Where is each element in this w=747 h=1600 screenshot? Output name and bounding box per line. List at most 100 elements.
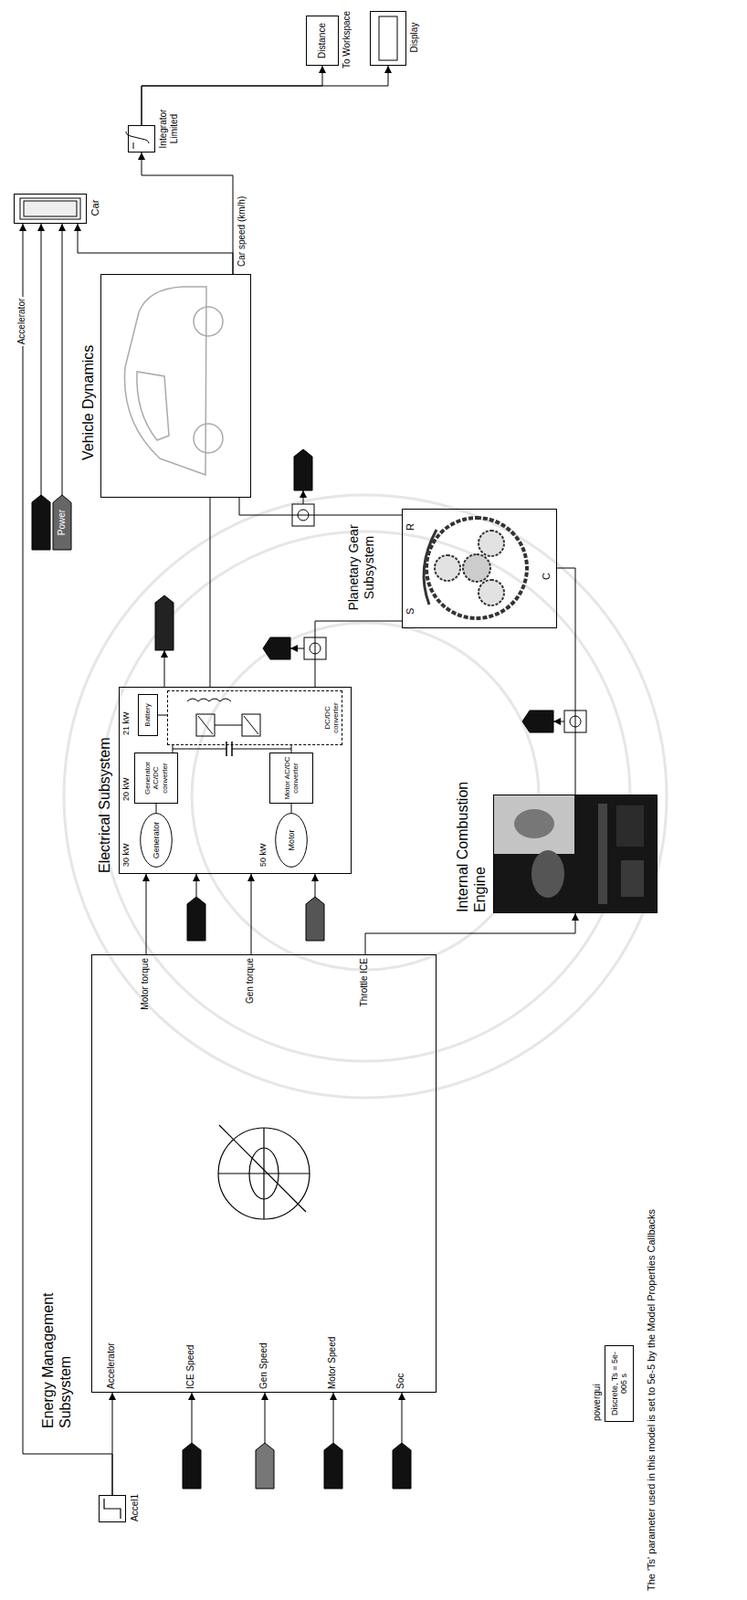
signal-line <box>146 873 148 955</box>
block-body: DC/DC converter <box>168 691 342 745</box>
signal-line <box>191 1392 193 1443</box>
watermark-ring <box>191 622 539 970</box>
signal-line <box>365 913 576 955</box>
port-label: 50 kW <box>258 835 269 867</box>
block-body: Discrete, Ts = 5e-005 s <box>605 1346 633 1421</box>
tag-shape <box>52 494 72 550</box>
car-wheel <box>193 306 223 337</box>
block-title: Electrical Subsystem <box>95 685 114 874</box>
signal-line <box>141 152 233 274</box>
block-title: Vehicle Dynamics <box>79 277 97 461</box>
port-label: Gen torque <box>244 957 256 1050</box>
switch-symbol <box>241 714 261 737</box>
model-note: The 'Ts' parameter used in this model is… <box>644 1152 658 1591</box>
watermark-ring <box>100 531 631 1062</box>
engine-picture <box>494 795 657 913</box>
ellipse-shape <box>275 813 308 868</box>
icon-line <box>263 1127 264 1220</box>
signal-line <box>315 620 402 687</box>
icon-line <box>219 1125 306 1212</box>
engine-photo <box>494 795 575 854</box>
scope-block: Car <box>13 193 87 224</box>
block-name: Accel1 <box>129 1480 141 1536</box>
vehicle-block: Vehicle Dynamics <box>100 273 252 498</box>
component-name: Generator AC/DC converter <box>143 755 169 801</box>
engine-photo <box>616 805 644 847</box>
goto-tag <box>155 595 174 651</box>
port-label: ICE Speed <box>185 1306 197 1389</box>
signal-line <box>164 650 166 687</box>
ellipse-shape <box>140 813 173 868</box>
block-name: Integrator Limited <box>157 96 180 161</box>
capacitor-plate <box>225 741 228 757</box>
signal-line <box>251 873 253 955</box>
signal-label-text: Car speed (km/h) <box>236 194 247 269</box>
port-label: Gen Speed <box>258 1306 270 1389</box>
signal-line <box>41 223 43 495</box>
icon-circle <box>218 1127 310 1220</box>
step-curve <box>104 1498 121 1519</box>
signal-line <box>303 490 305 505</box>
port-label: S <box>404 603 417 615</box>
planet-gear <box>434 555 461 581</box>
sun-gear <box>462 554 491 582</box>
switch-symbol <box>198 715 213 735</box>
goto-tag <box>294 449 313 491</box>
solver-setting: Discrete, Ts = 5e-005 s <box>610 1347 630 1420</box>
signal-line <box>210 497 211 687</box>
dc-bus <box>231 748 292 750</box>
signal-line <box>196 873 198 897</box>
signal-line <box>172 745 174 753</box>
engine-photo <box>514 809 555 839</box>
from-tags <box>31 449 554 1489</box>
signal-line <box>77 223 233 274</box>
block-body: Battery <box>138 694 158 736</box>
display-block: Display <box>369 10 407 66</box>
block-name: Display <box>409 10 421 65</box>
watermark-ring <box>63 494 667 1098</box>
component-name: DC/DC converter <box>323 693 340 743</box>
to-workspace-block: DistanceTo Workspace <box>305 15 339 66</box>
signal-label-text: Accelerator <box>16 296 27 348</box>
car-wheel <box>193 423 223 453</box>
planet-gear <box>478 579 505 606</box>
from-tag <box>324 1442 343 1489</box>
port-label: Soc <box>395 1306 407 1389</box>
from-tag <box>392 1442 411 1489</box>
component-name: Battery <box>143 703 152 726</box>
car-body <box>124 286 207 475</box>
variable-name: Distance <box>316 22 328 59</box>
signal-line <box>157 715 168 716</box>
goto-tag <box>522 710 554 733</box>
engine-photo <box>494 795 657 913</box>
generator-symbol: Generator <box>139 812 173 868</box>
port-label: 20 kW <box>121 769 132 801</box>
from-tag <box>305 896 325 941</box>
planet-gear <box>478 530 505 557</box>
from-tag <box>182 1442 201 1489</box>
port-label: C <box>540 568 553 580</box>
dc-bus <box>172 748 227 750</box>
from-tag: Power <box>52 494 72 550</box>
engine-photo <box>620 860 644 897</box>
scope-screen <box>23 200 77 217</box>
engine-block: Internal Combustion Engine <box>493 794 658 914</box>
switch-symbol <box>196 714 215 737</box>
signal-line <box>156 803 158 813</box>
dc-link <box>214 725 242 726</box>
dcdc-converter-region: DC/DC converter <box>167 690 343 746</box>
block-body: Generator AC/DC converter <box>135 753 178 803</box>
signal-line <box>333 1392 335 1443</box>
ems-icon <box>218 1125 310 1220</box>
subsystem-block: Electrical SubsystemGeneratorGenerator A… <box>118 686 352 874</box>
port-label: 21 kW <box>121 704 132 736</box>
speed-sensors <box>292 504 587 733</box>
subsystem-block: Energy Management Subsystem <box>91 954 437 1393</box>
step-source-block: Accel1 <box>98 1494 127 1523</box>
car-picture <box>124 286 223 475</box>
tag-name: Power <box>56 509 68 536</box>
integrator-symbol <box>126 131 149 144</box>
from-tag <box>255 1442 274 1489</box>
block-name: Car <box>89 188 102 228</box>
